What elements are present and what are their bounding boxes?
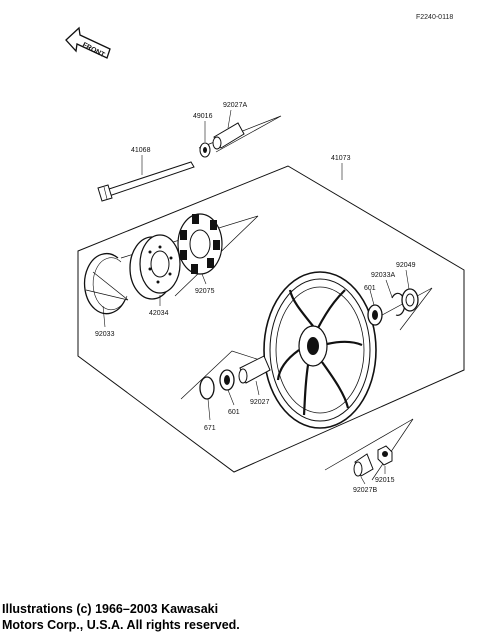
assembly-outline: [77, 165, 465, 473]
label-41068: 41068: [131, 147, 151, 154]
label-42034: 42034: [149, 310, 169, 317]
copyright-notice: Illustrations (c) 1966–2003 Kawasaki Mot…: [2, 601, 240, 633]
label-92027A: 92027A: [223, 102, 247, 109]
drawing-code: F2240-0118: [416, 14, 454, 21]
collar-upper: [212, 122, 245, 150]
front-arrow-icon: FRONT: [65, 26, 111, 59]
rear-wheel: [263, 271, 377, 429]
bearing-right: [367, 304, 383, 326]
axle-nut: [199, 142, 211, 158]
nut-lower: [377, 445, 393, 466]
label-41073: 41073: [331, 155, 351, 162]
label-92033: 92033: [95, 331, 115, 338]
label-92033A: 92033A: [371, 272, 395, 279]
final-drive-drum: [129, 234, 181, 300]
label-92049: 92049: [396, 262, 416, 269]
o-ring: [199, 376, 215, 400]
label-671: 671: [204, 425, 216, 432]
hub-damper: [177, 213, 223, 275]
circlip-large: [83, 253, 128, 315]
copyright-line-1: Illustrations (c) 1966–2003 Kawasaki: [2, 602, 219, 616]
collar-hub: [238, 355, 271, 384]
label-92027: 92027: [250, 399, 270, 406]
leader-lines: [102, 109, 410, 485]
label-601-right: 601: [364, 285, 376, 292]
label-92075: 92075: [195, 288, 215, 295]
axle: [97, 161, 195, 202]
copyright-line-2: Motors Corp., U.S.A. All rights reserved…: [2, 618, 240, 632]
oil-seal: [401, 288, 419, 312]
bracket-wheel-left: [85, 271, 129, 301]
label-92015: 92015: [375, 477, 395, 484]
exploded-parts-diagram: FRONT: [65, 26, 465, 494]
collar-lower: [353, 453, 374, 477]
bearing-lower: [219, 369, 235, 391]
bracket-bearing-right: [370, 287, 433, 331]
label-601-lower: 601: [228, 409, 240, 416]
label-92027B: 92027B: [353, 487, 377, 494]
label-49016: 49016: [193, 113, 213, 120]
